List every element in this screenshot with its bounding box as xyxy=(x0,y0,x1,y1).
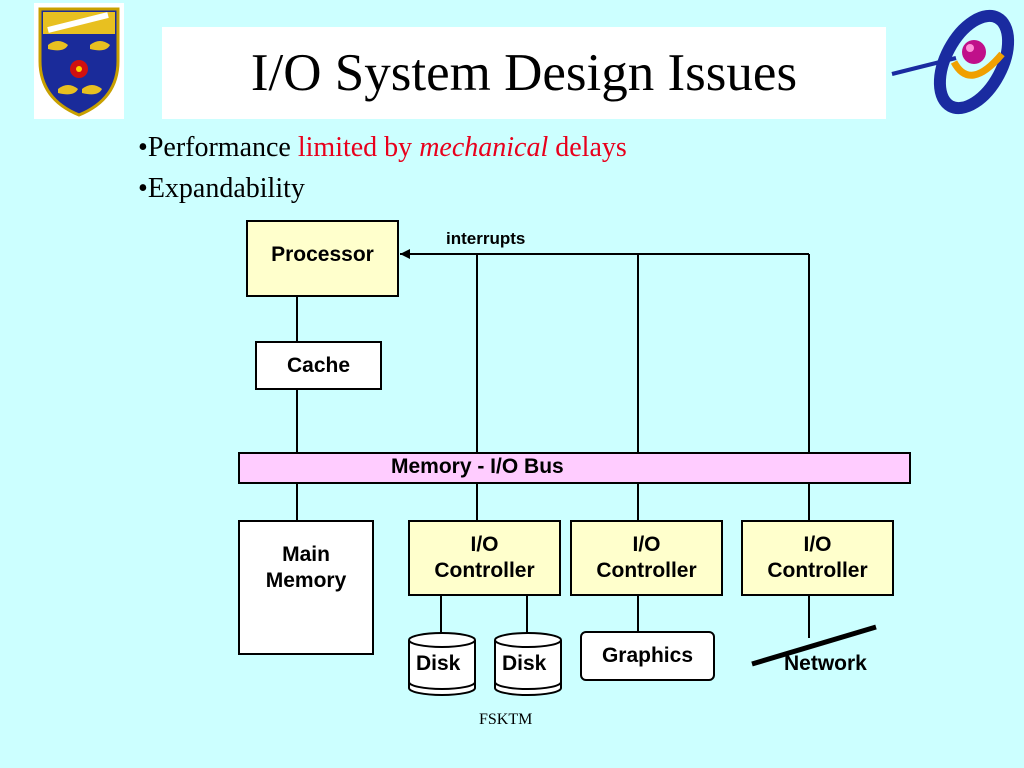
disk-label-2: Disk xyxy=(502,652,547,675)
disk-cylinder-2 xyxy=(494,632,562,696)
bullet-expandability: •Expandability xyxy=(138,173,305,205)
processor-label: Processor xyxy=(271,243,374,266)
graphics-label: Graphics xyxy=(601,644,694,667)
bullet-text: Performance xyxy=(147,132,298,163)
io-label-2: Controller xyxy=(434,559,535,582)
bullet-highlight: delays xyxy=(548,132,627,163)
io-controller-2: I/O Controller xyxy=(570,520,723,596)
graphics-box: Graphics xyxy=(580,631,715,681)
io-controller-1: I/O Controller xyxy=(408,520,561,596)
cache-box: Cache xyxy=(255,341,382,390)
fsktm-logo xyxy=(884,0,1024,120)
network-wire xyxy=(751,624,877,667)
bullet-marker: • xyxy=(138,132,148,163)
memory-io-bus xyxy=(238,452,911,484)
page-title: I/O System Design Issues xyxy=(250,44,798,102)
bullet-marker: • xyxy=(138,173,148,204)
interrupts-label: interrupts xyxy=(446,229,526,248)
io-label-2: Controller xyxy=(767,559,868,582)
bullet-text: Expandability xyxy=(147,173,305,204)
title-box: I/O System Design Issues xyxy=(162,27,886,119)
university-crest-logo xyxy=(34,3,124,119)
network-label: Network xyxy=(784,652,867,675)
main-memory-label-2: Memory xyxy=(265,569,347,592)
bullet-performance: •Performance limited by mechanical delay… xyxy=(138,132,627,164)
io-label-1: I/O xyxy=(803,533,832,556)
interrupt-arrowhead xyxy=(400,249,410,259)
disk-cylinder-1 xyxy=(408,632,476,696)
disk-label-1: Disk xyxy=(416,652,461,675)
processor-box: Processor xyxy=(246,220,399,297)
bus-label: Memory - I/O Bus xyxy=(391,455,564,478)
io-label-1: I/O xyxy=(632,533,661,556)
io-controller-3: I/O Controller xyxy=(741,520,894,596)
cache-label: Cache xyxy=(286,353,351,377)
main-memory-box: Main Memory xyxy=(238,520,374,655)
bullet-highlight: limited by xyxy=(297,132,420,163)
footer-text: FSKTM xyxy=(479,711,533,728)
io-label-1: I/O xyxy=(470,533,499,556)
bullet-emphasis: mechanical xyxy=(419,132,549,163)
main-memory-label-1: Main xyxy=(282,543,330,566)
io-label-2: Controller xyxy=(596,559,697,582)
